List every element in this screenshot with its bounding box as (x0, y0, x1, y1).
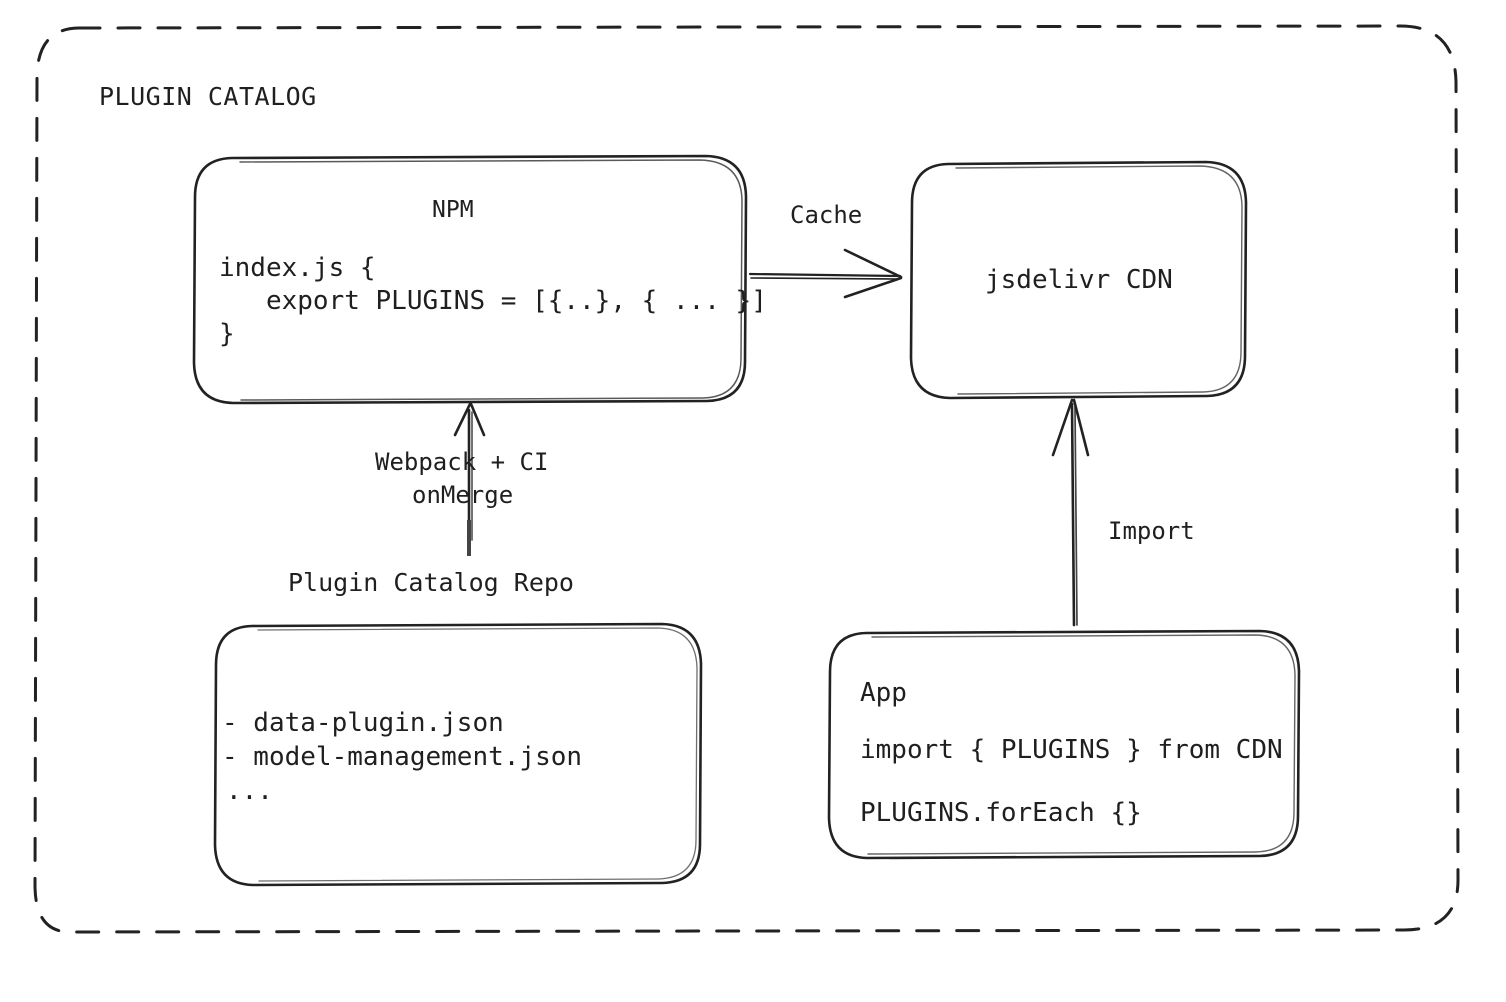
build-edge-label-line1: Webpack + CI (375, 448, 549, 476)
build-arrow (453, 402, 486, 556)
npm-code-line-2: export PLUGINS = [{..}, { ... }] (219, 286, 767, 316)
import-edge-label: Import (1108, 517, 1195, 545)
cdn-node-title: jsdelivr CDN (985, 265, 1173, 295)
npm-code-line-3: } (219, 319, 235, 349)
npm-node-title: NPM (432, 197, 474, 223)
repo-file-line-3: ... (226, 776, 273, 806)
npm-code-line-1: index.js { (219, 253, 376, 283)
repo-file-line-2: - model-management.json (222, 742, 583, 772)
repo-caption: Plugin Catalog Repo (288, 568, 574, 597)
app-code-line-2: PLUGINS.forEach {} (860, 798, 1142, 828)
cache-edge-label: Cache (790, 201, 863, 229)
app-code-line-1: import { PLUGINS } from CDN (860, 735, 1283, 765)
cache-arrow (748, 248, 903, 299)
group-title: PLUGIN CATALOG (99, 82, 317, 111)
import-arrow (1051, 398, 1090, 627)
build-edge-label-line2: onMerge (412, 481, 514, 509)
app-node-title: App (860, 678, 907, 708)
repo-file-line-1: - data-plugin.json (222, 708, 504, 738)
